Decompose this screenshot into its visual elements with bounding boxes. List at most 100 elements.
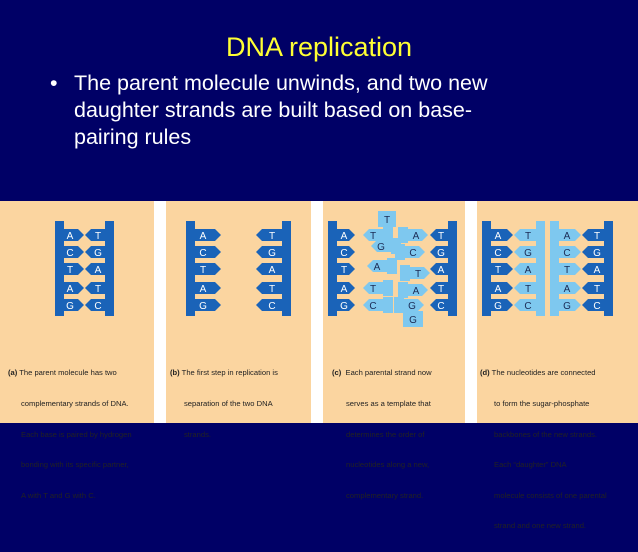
caption-c-line: complementary strand. <box>346 490 424 500</box>
base-label-new: C <box>409 248 416 259</box>
caption-c-line: serves as a template that <box>346 399 431 409</box>
base-right <box>85 263 105 275</box>
base-right <box>582 263 604 275</box>
new-backbone <box>536 221 545 316</box>
caption-a-line: bonding with its specific partner, <box>21 460 129 470</box>
new-base <box>559 246 581 258</box>
base-label-new: T <box>525 284 531 295</box>
caption-b-line: strands. <box>184 429 212 439</box>
base-right <box>582 246 604 258</box>
base-left <box>337 229 355 241</box>
caption-d-line: to form the sugar-phosphate <box>494 399 590 409</box>
new-nucleotide-backbone <box>398 282 408 298</box>
panel-separator <box>154 201 166 423</box>
new-base <box>363 299 383 311</box>
bullet-text: The parent molecule unwinds, and two new… <box>74 70 574 151</box>
free-nucleotide <box>378 211 396 227</box>
new-base <box>514 229 536 241</box>
base-left <box>491 299 513 311</box>
base-label-left: C <box>494 248 501 259</box>
caption-a-line: A with T and G with C. <box>21 490 96 500</box>
base-label-left: T <box>341 265 347 276</box>
base-label-right: A <box>594 265 601 276</box>
caption-a-line: complementary strands of DNA. <box>21 399 129 409</box>
base-label-left: T <box>200 265 206 276</box>
base-left <box>64 263 84 275</box>
base-label-new: G <box>563 301 571 312</box>
base-label-new: T <box>525 231 531 242</box>
base-label-right: C <box>94 301 101 312</box>
base-label-right: C <box>437 301 444 312</box>
base-label-left: A <box>200 284 207 295</box>
new-base <box>408 284 428 296</box>
new-base <box>514 263 536 275</box>
base-label-right: T <box>95 231 101 242</box>
base-label-new: C <box>563 248 570 259</box>
parent-backbone-left <box>186 221 195 316</box>
new-backbone <box>550 221 559 316</box>
new-base <box>363 229 383 241</box>
caption-a-line: (a) The parent molecule has two <box>8 368 117 378</box>
caption-c: (c) Each parental strand now serves as a… <box>332 348 432 521</box>
base-label-left: A <box>495 231 502 242</box>
caption-c-line: (c) Each parental strand now <box>332 368 432 378</box>
caption-d-line: Each “daughter” DNA <box>494 460 567 470</box>
base-right <box>256 263 282 275</box>
base-left <box>195 282 221 294</box>
base-label-right: G <box>268 248 276 259</box>
base-label-left: T <box>67 265 73 276</box>
base-right <box>256 246 282 258</box>
base-right <box>256 299 282 311</box>
base-label-new: T <box>370 231 376 242</box>
base-label-right: T <box>438 231 444 242</box>
caption-d-line: backbones of the new strands. <box>494 429 598 439</box>
base-label-right: A <box>269 265 276 276</box>
base-right <box>256 282 282 294</box>
base-right <box>85 229 105 241</box>
bullet-line-1: The parent molecule unwinds, and two new <box>74 71 488 95</box>
base-right <box>430 282 448 294</box>
base-label-new: G <box>408 301 416 312</box>
parent-backbone-left <box>328 221 337 316</box>
free-nucleotide-label: G <box>409 315 417 326</box>
base-label-right: T <box>594 231 600 242</box>
base-right <box>430 299 448 311</box>
parent-backbone-left <box>55 221 64 316</box>
new-base <box>514 282 536 294</box>
base-left <box>337 282 355 294</box>
new-nucleotide-backbone <box>400 265 410 281</box>
caption-d-line: (d) The nucleotides are connected <box>480 368 596 378</box>
base-label-right: A <box>438 265 445 276</box>
new-nucleotide-backbone <box>387 258 397 274</box>
base-label-new: T <box>370 284 376 295</box>
parent-backbone-right <box>448 221 457 316</box>
page-title: DNA replication <box>225 32 413 62</box>
bullet-line-3: pairing rules <box>74 125 192 149</box>
new-nucleotide-backbone <box>383 297 393 313</box>
new-base <box>559 282 581 294</box>
base-label-left: G <box>340 301 348 312</box>
caption-d-line: molecule consists of one parental <box>494 490 607 500</box>
base-label-left: A <box>67 284 74 295</box>
new-base <box>367 260 387 272</box>
base-left <box>491 282 513 294</box>
base-label-new: G <box>377 242 385 253</box>
base-label-right: A <box>95 265 102 276</box>
new-nucleotide-backbone <box>383 227 393 243</box>
new-nucleotide-backbone <box>398 227 408 243</box>
base-left <box>195 263 221 275</box>
base-label-new: C <box>524 301 531 312</box>
parent-backbone-right <box>604 221 613 316</box>
caption-b-line: (b) The first step in replication is <box>170 368 278 378</box>
base-label-new: C <box>369 301 376 312</box>
base-label-left: A <box>341 284 348 295</box>
base-label-new: A <box>374 262 381 273</box>
caption-d-line: strand and one new strand. <box>494 521 587 531</box>
base-label-right: C <box>268 301 275 312</box>
base-label-right: G <box>437 248 445 259</box>
base-label-left: A <box>200 231 207 242</box>
base-left <box>337 263 355 275</box>
base-left <box>195 299 221 311</box>
